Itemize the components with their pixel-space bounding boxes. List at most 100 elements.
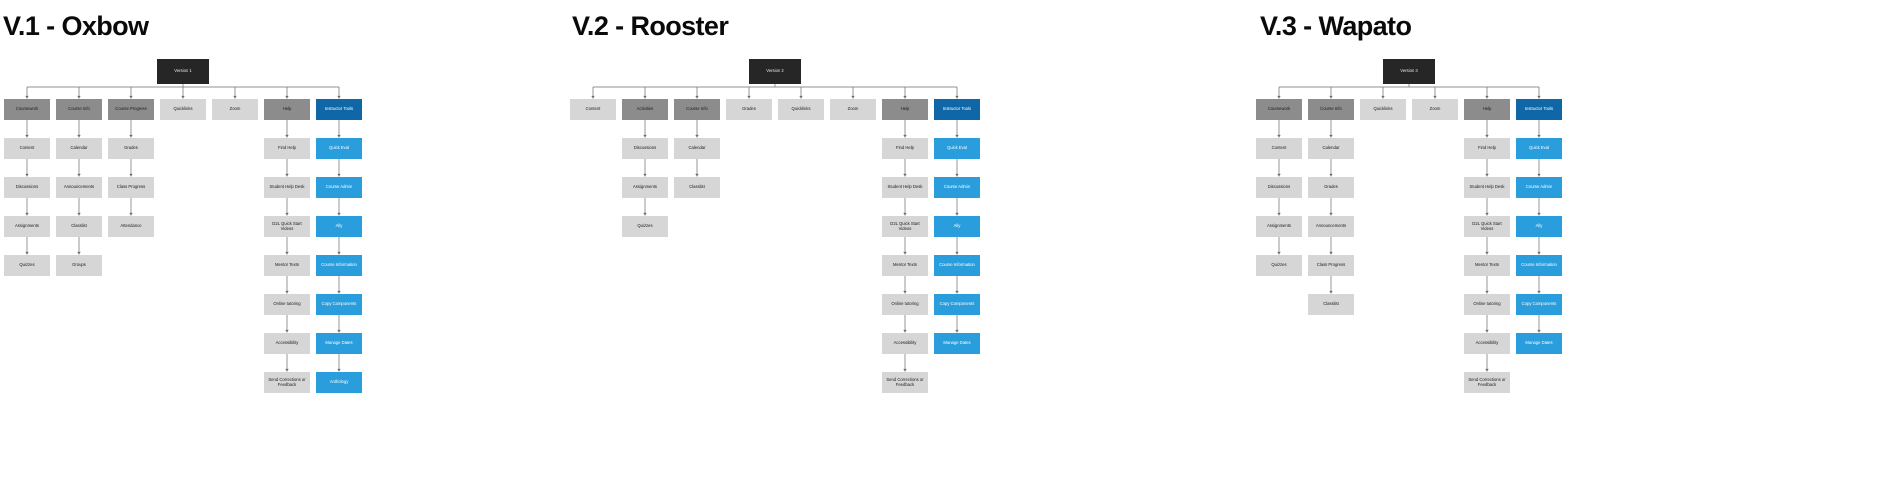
sitemap-node-label: Ally bbox=[335, 223, 343, 229]
sitemap-node-online-tutoring[interactable]: Online tutoring bbox=[882, 294, 928, 315]
sitemap-node-help[interactable]: Help bbox=[882, 99, 928, 120]
sitemap-node-send-corrections-or-feedback[interactable]: Send Corrections or Feedback bbox=[264, 372, 310, 393]
sitemap-node-calendar[interactable]: Calendar bbox=[674, 138, 720, 159]
sitemap-node-label: Grades bbox=[124, 145, 138, 151]
sitemap-node-manage-dates[interactable]: Manage Dates bbox=[316, 333, 362, 354]
sitemap-node-d2l-quick-start-videos[interactable]: D2L Quick Start Videos bbox=[264, 216, 310, 237]
sitemap-node-label: Course Information bbox=[1521, 262, 1557, 268]
sitemap-node-course-information[interactable]: Course Information bbox=[1516, 255, 1562, 276]
sitemap-node-content[interactable]: Content bbox=[4, 138, 50, 159]
sitemap-node-classlist[interactable]: Classlist bbox=[1308, 294, 1354, 315]
sitemap-node-label: Help bbox=[900, 106, 910, 112]
sitemap-node-label: Accessibility bbox=[275, 340, 299, 346]
sitemap-node-label: Quicklinks bbox=[1373, 106, 1393, 112]
sitemap-node-manage-dates[interactable]: Manage Dates bbox=[934, 333, 980, 354]
sitemap-node-course-admin[interactable]: Course Admin bbox=[934, 177, 980, 198]
sitemap-node-find-help[interactable]: Find Help bbox=[882, 138, 928, 159]
sitemap-root-node[interactable]: Version 1 bbox=[157, 59, 209, 84]
sitemap-node-help[interactable]: Help bbox=[264, 99, 310, 120]
sitemap-node-grades[interactable]: Grades bbox=[108, 138, 154, 159]
sitemap-node-class-progress[interactable]: Class Progress bbox=[108, 177, 154, 198]
sitemap-node-label: Class Progress bbox=[116, 184, 146, 190]
sitemap-node-course-admin[interactable]: Course Admin bbox=[316, 177, 362, 198]
sitemap-node-quizzes[interactable]: Quizzes bbox=[622, 216, 668, 237]
sitemap-node-send-corrections-or-feedback[interactable]: Send Corrections or Feedback bbox=[882, 372, 928, 393]
sitemap-node-course-info[interactable]: Course Info bbox=[56, 99, 102, 120]
sitemap-node-ally[interactable]: Ally bbox=[316, 216, 362, 237]
sitemap-node-instructor-tools[interactable]: Instructor Tools bbox=[934, 99, 980, 120]
sitemap-node-find-help[interactable]: Find Help bbox=[264, 138, 310, 159]
sitemap-node-help[interactable]: Help bbox=[1464, 99, 1510, 120]
sitemap-node-content[interactable]: Content bbox=[570, 99, 616, 120]
sitemap-node-mentor-texts[interactable]: Mentor Texts bbox=[1464, 255, 1510, 276]
sitemap-node-activities[interactable]: Activities bbox=[622, 99, 668, 120]
sitemap-node-zoom[interactable]: Zoom bbox=[1412, 99, 1458, 120]
sitemap-node-student-help-desk[interactable]: Student Help Desk bbox=[264, 177, 310, 198]
sitemap-node-attendance[interactable]: Attendance bbox=[108, 216, 154, 237]
sitemap-node-copy-components[interactable]: Copy Components bbox=[1516, 294, 1562, 315]
sitemap-node-coursework[interactable]: Coursework bbox=[1256, 99, 1302, 120]
sitemap-node-student-help-desk[interactable]: Student Help Desk bbox=[1464, 177, 1510, 198]
sitemap-node-coursework[interactable]: Coursework bbox=[4, 99, 50, 120]
sitemap-node-quizzes[interactable]: Quizzes bbox=[4, 255, 50, 276]
sitemap-node-zoom[interactable]: Zoom bbox=[212, 99, 258, 120]
sitemap-root-node[interactable]: Version 2 bbox=[749, 59, 801, 84]
sitemap-node-zoom[interactable]: Zoom bbox=[830, 99, 876, 120]
sitemap-node-calendar[interactable]: Calendar bbox=[56, 138, 102, 159]
sitemap-node-d2l-quick-start-videos[interactable]: D2L Quick Start Videos bbox=[1464, 216, 1510, 237]
sitemap-node-classlist[interactable]: Classlist bbox=[674, 177, 720, 198]
sitemap-node-instructor-tools[interactable]: Instructor Tools bbox=[1516, 99, 1562, 120]
sitemap-node-anthology[interactable]: Anthology bbox=[316, 372, 362, 393]
sitemap-node-copy-components[interactable]: Copy Components bbox=[934, 294, 980, 315]
sitemap-node-quicklinks[interactable]: Quicklinks bbox=[778, 99, 824, 120]
sitemap-node-assignments[interactable]: Assignments bbox=[1256, 216, 1302, 237]
sitemap-node-send-corrections-or-feedback[interactable]: Send Corrections or Feedback bbox=[1464, 372, 1510, 393]
sitemap-node-course-info[interactable]: Course Info bbox=[1308, 99, 1354, 120]
sitemap-node-d2l-quick-start-videos[interactable]: D2L Quick Start Videos bbox=[882, 216, 928, 237]
sitemap-node-accessibility[interactable]: Accessibility bbox=[882, 333, 928, 354]
sitemap-node-course-info[interactable]: Course Info bbox=[674, 99, 720, 120]
sitemap-node-manage-dates[interactable]: Manage Dates bbox=[1516, 333, 1562, 354]
sitemap-node-accessibility[interactable]: Accessibility bbox=[264, 333, 310, 354]
sitemap-node-quicklinks[interactable]: Quicklinks bbox=[1360, 99, 1406, 120]
sitemap-node-ally[interactable]: Ally bbox=[1516, 216, 1562, 237]
sitemap-node-class-progress[interactable]: Class Progress bbox=[1308, 255, 1354, 276]
sitemap-node-quick-eval[interactable]: Quick Eval bbox=[934, 138, 980, 159]
sitemap-node-label: Calendar bbox=[688, 145, 706, 151]
sitemap-node-ally[interactable]: Ally bbox=[934, 216, 980, 237]
sitemap-node-find-help[interactable]: Find Help bbox=[1464, 138, 1510, 159]
sitemap-node-groups[interactable]: Groups bbox=[56, 255, 102, 276]
sitemap-node-discussions[interactable]: Discussions bbox=[622, 138, 668, 159]
sitemap-node-assignments[interactable]: Assignments bbox=[4, 216, 50, 237]
sitemap-node-quick-eval[interactable]: Quick Eval bbox=[1516, 138, 1562, 159]
sitemap-node-instructor-tools[interactable]: Instructor Tools bbox=[316, 99, 362, 120]
sitemap-node-label: Content bbox=[19, 145, 35, 151]
sitemap-node-quizzes[interactable]: Quizzes bbox=[1256, 255, 1302, 276]
sitemap-node-content[interactable]: Content bbox=[1256, 138, 1302, 159]
sitemap-node-quicklinks[interactable]: Quicklinks bbox=[160, 99, 206, 120]
sitemap-node-grades[interactable]: Grades bbox=[1308, 177, 1354, 198]
sitemap-node-label: Mentor Texts bbox=[275, 262, 299, 268]
sitemap-node-discussions[interactable]: Discussions bbox=[1256, 177, 1302, 198]
sitemap-node-online-tutoring[interactable]: Online tutoring bbox=[1464, 294, 1510, 315]
page-title-v2: V.2 - Rooster bbox=[572, 11, 729, 41]
sitemap-node-accessibility[interactable]: Accessibility bbox=[1464, 333, 1510, 354]
sitemap-node-mentor-texts[interactable]: Mentor Texts bbox=[264, 255, 310, 276]
sitemap-node-mentor-texts[interactable]: Mentor Texts bbox=[882, 255, 928, 276]
sitemap-root-node[interactable]: Version 3 bbox=[1383, 59, 1435, 84]
sitemap-node-assignments[interactable]: Assignments bbox=[622, 177, 668, 198]
sitemap-node-quick-eval[interactable]: Quick Eval bbox=[316, 138, 362, 159]
sitemap-node-course-information[interactable]: Course Information bbox=[316, 255, 362, 276]
sitemap-node-course-information[interactable]: Course Information bbox=[934, 255, 980, 276]
sitemap-node-copy-components[interactable]: Copy Components bbox=[316, 294, 362, 315]
sitemap-node-online-tutoring[interactable]: Online tutoring bbox=[264, 294, 310, 315]
sitemap-node-student-help-desk[interactable]: Student Help Desk bbox=[882, 177, 928, 198]
sitemap-node-grades[interactable]: Grades bbox=[726, 99, 772, 120]
sitemap-node-course-admin[interactable]: Course Admin bbox=[1516, 177, 1562, 198]
sitemap-node-announcements[interactable]: Announcements bbox=[56, 177, 102, 198]
sitemap-node-discussions[interactable]: Discussions bbox=[4, 177, 50, 198]
sitemap-node-classlist[interactable]: Classlist bbox=[56, 216, 102, 237]
sitemap-node-calendar[interactable]: Calendar bbox=[1308, 138, 1354, 159]
sitemap-node-course-progress[interactable]: Course Progress bbox=[108, 99, 154, 120]
sitemap-node-announcements[interactable]: Announcements bbox=[1308, 216, 1354, 237]
